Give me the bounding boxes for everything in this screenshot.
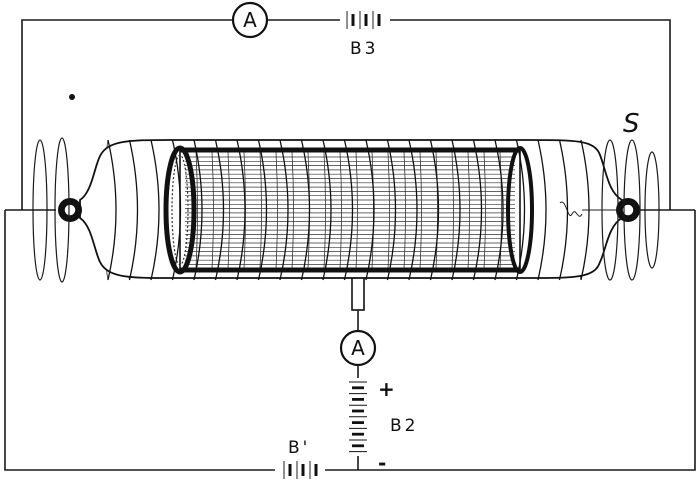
- mesh-line-v: [483, 151, 486, 269]
- ammeter-mid: A: [339, 329, 377, 367]
- mesh-line-v: [419, 151, 422, 269]
- mesh-line-v: [499, 151, 502, 269]
- coil-turn-front: [343, 139, 354, 281]
- mesh-line-v: [259, 151, 262, 269]
- coil-turn-front: [300, 139, 311, 281]
- bottom-circuit: B' A + B2 -: [4, 210, 696, 479]
- mesh-line-v: [403, 151, 406, 269]
- mesh-line-v: [323, 151, 326, 269]
- bottom-wire-left: [4, 210, 275, 471]
- solenoid-end-loops: [32, 137, 660, 283]
- cylinder-left-rim: [163, 145, 197, 275]
- coil-turn-front: [494, 139, 504, 281]
- battery-bottom: [283, 461, 318, 479]
- coil-turn-front: [322, 139, 332, 281]
- coil-turn-front: [451, 139, 461, 281]
- mesh-line-v: [435, 151, 438, 269]
- tube-electrode-stem: [351, 274, 365, 311]
- battery-top-label: B3: [350, 39, 378, 59]
- ammeter-top-label: A: [243, 8, 257, 32]
- cylinder-mesh-horizontal: [185, 156, 515, 265]
- battery-top: [346, 11, 381, 29]
- coil-turn-front: [408, 139, 418, 281]
- bottom-wire-right: [325, 210, 696, 471]
- filament: [559, 201, 620, 217]
- solenoid-front-turns: [107, 139, 590, 281]
- ammeter-mid-label: A: [351, 336, 365, 360]
- coil-turn-front: [429, 139, 440, 281]
- battery-right-plus: +: [378, 377, 395, 401]
- mesh-line-v: [195, 151, 198, 269]
- mesh-line-v: [467, 151, 470, 269]
- mesh-line-v: [211, 151, 214, 269]
- coil-turn-front: [171, 139, 182, 281]
- cylinder-left-rim-inner: [171, 154, 189, 266]
- coil-turn-front: [150, 139, 160, 281]
- battery-right: [349, 381, 367, 453]
- coil-turn-front: [279, 139, 289, 281]
- coil-turn-front: [365, 139, 375, 281]
- coil-turn-front: [580, 139, 590, 281]
- coil-turn-front: [515, 139, 526, 281]
- coil-turn-front: [214, 139, 225, 281]
- battery-bottom-label: B': [288, 438, 310, 458]
- mesh-line-v: [227, 151, 230, 269]
- coil-turn-front: [236, 139, 246, 281]
- mesh-line-v: [291, 151, 294, 269]
- coil-turn-front: [472, 139, 483, 281]
- coil-turn-front: [558, 139, 569, 281]
- ammeter-top: A: [231, 1, 269, 39]
- battery-right-label: B2: [390, 416, 418, 436]
- battery-right-minus: -: [378, 451, 386, 475]
- top-wire-right: [390, 19, 671, 210]
- top-circuit: A B3: [21, 1, 671, 210]
- cylinder-right-rim: [506, 146, 534, 274]
- coil-turn-front: [128, 139, 139, 281]
- ammeter-top-circle: [231, 1, 269, 39]
- coil-turn-front: [257, 139, 268, 281]
- coil-turn-front: [537, 139, 547, 281]
- mesh-line-v: [387, 151, 390, 269]
- coil-turn-front: [107, 139, 117, 281]
- mesh-line-v: [339, 151, 342, 269]
- ink-dot: [69, 94, 75, 100]
- mesh-line-v: [355, 151, 358, 269]
- solenoid-label: S: [623, 109, 640, 139]
- coil-turn-front: [386, 139, 397, 281]
- mesh-line-v: [275, 151, 278, 269]
- coil-turn-front: [193, 139, 203, 281]
- top-wire-left: [21, 19, 232, 210]
- mesh-line-v: [451, 151, 454, 269]
